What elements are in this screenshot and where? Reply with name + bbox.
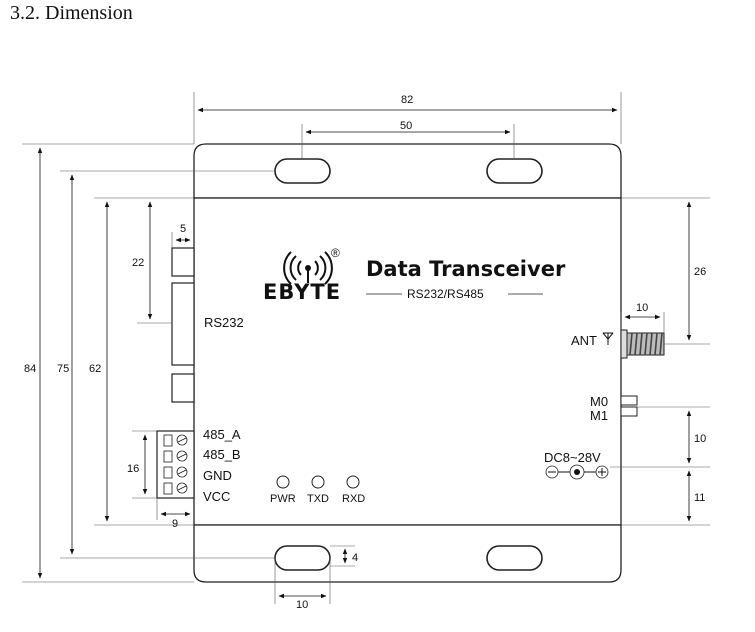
terminal-block	[156, 430, 195, 499]
rs232-label: RS232	[204, 315, 244, 330]
registered-mark: ®	[331, 246, 340, 260]
product-title: Data Transceiver	[366, 257, 566, 281]
wifi-signal-icon	[283, 251, 333, 285]
dim-label-16: 16	[127, 463, 139, 475]
led-label-rxd: RXD	[342, 493, 365, 505]
device-enclosure	[193, 143, 622, 583]
db9-screw-bottom	[171, 373, 195, 403]
section-heading: 3.2. Dimension	[10, 2, 133, 24]
terminal-label-485a: 485_A	[203, 427, 241, 442]
led-label-txd: TXD	[307, 493, 329, 505]
dim-db9-protrusion-5	[171, 232, 191, 248]
dim-dc-to-bottom-11	[621, 470, 710, 526]
dim-label-50: 50	[400, 120, 412, 132]
dim-label-5: 5	[180, 223, 186, 235]
dim-ant-offset-26	[621, 197, 710, 345]
terminal-label-gnd: GND	[203, 468, 232, 483]
dim-height-84	[22, 143, 194, 583]
mount-slot-bottom-right	[486, 545, 543, 571]
brand-logo: EBYTE	[263, 280, 341, 304]
ant-label: ANT	[571, 333, 597, 348]
dim-label-m-10: 10	[694, 433, 706, 445]
dim-label-slot-10: 10	[296, 599, 308, 611]
dim-label-84: 84	[24, 363, 36, 375]
mount-slot-top-right	[486, 158, 543, 184]
terminal-label-vcc: VCC	[203, 489, 230, 504]
dim-slot-height-4	[330, 545, 355, 567]
terminal-label-485b: 485_B	[203, 447, 241, 462]
mount-slot-bottom-left	[274, 545, 331, 571]
dim-terminal-width-9	[156, 498, 191, 520]
dim-label-75: 75	[57, 363, 69, 375]
m0-label: M0	[590, 394, 608, 409]
dim-label-22: 22	[132, 257, 144, 269]
dim-height-62	[94, 197, 194, 526]
mount-slot-top-left	[274, 158, 331, 184]
led-pwr	[276, 475, 290, 489]
led-txd	[311, 475, 325, 489]
dim-hole-spacing-50	[301, 124, 515, 159]
m1-label: M1	[590, 408, 608, 423]
db9-connector	[171, 282, 195, 366]
led-label-pwr: PWR	[270, 493, 296, 505]
dim-ant-length-10	[620, 312, 665, 333]
dim-m-to-dc-10	[610, 406, 710, 468]
switch-m1	[620, 406, 638, 417]
antenna-connector	[620, 329, 665, 359]
db9-screw-top	[171, 247, 195, 277]
dim-label-ant-10: 10	[636, 302, 648, 314]
dim-slot-width-10	[274, 558, 331, 604]
switch-m0	[620, 395, 638, 406]
dim-db9-offset-22	[137, 201, 172, 324]
dc-input-label: DC8~28V	[544, 450, 601, 465]
product-subtitle: RS232/RS485	[407, 287, 484, 301]
dc-polarity-icon	[545, 464, 609, 480]
dim-label-82: 82	[401, 94, 413, 106]
dim-height-75	[60, 170, 275, 559]
dim-label-11: 11	[694, 492, 705, 504]
dim-label-26: 26	[694, 266, 706, 278]
dim-label-4: 4	[352, 552, 358, 564]
dim-label-62: 62	[89, 363, 101, 375]
dim-width-82	[193, 92, 622, 144]
led-rxd	[346, 475, 360, 489]
dim-label-9: 9	[172, 518, 178, 530]
antenna-icon	[602, 332, 614, 345]
dim-terminal-height-16	[132, 430, 157, 499]
